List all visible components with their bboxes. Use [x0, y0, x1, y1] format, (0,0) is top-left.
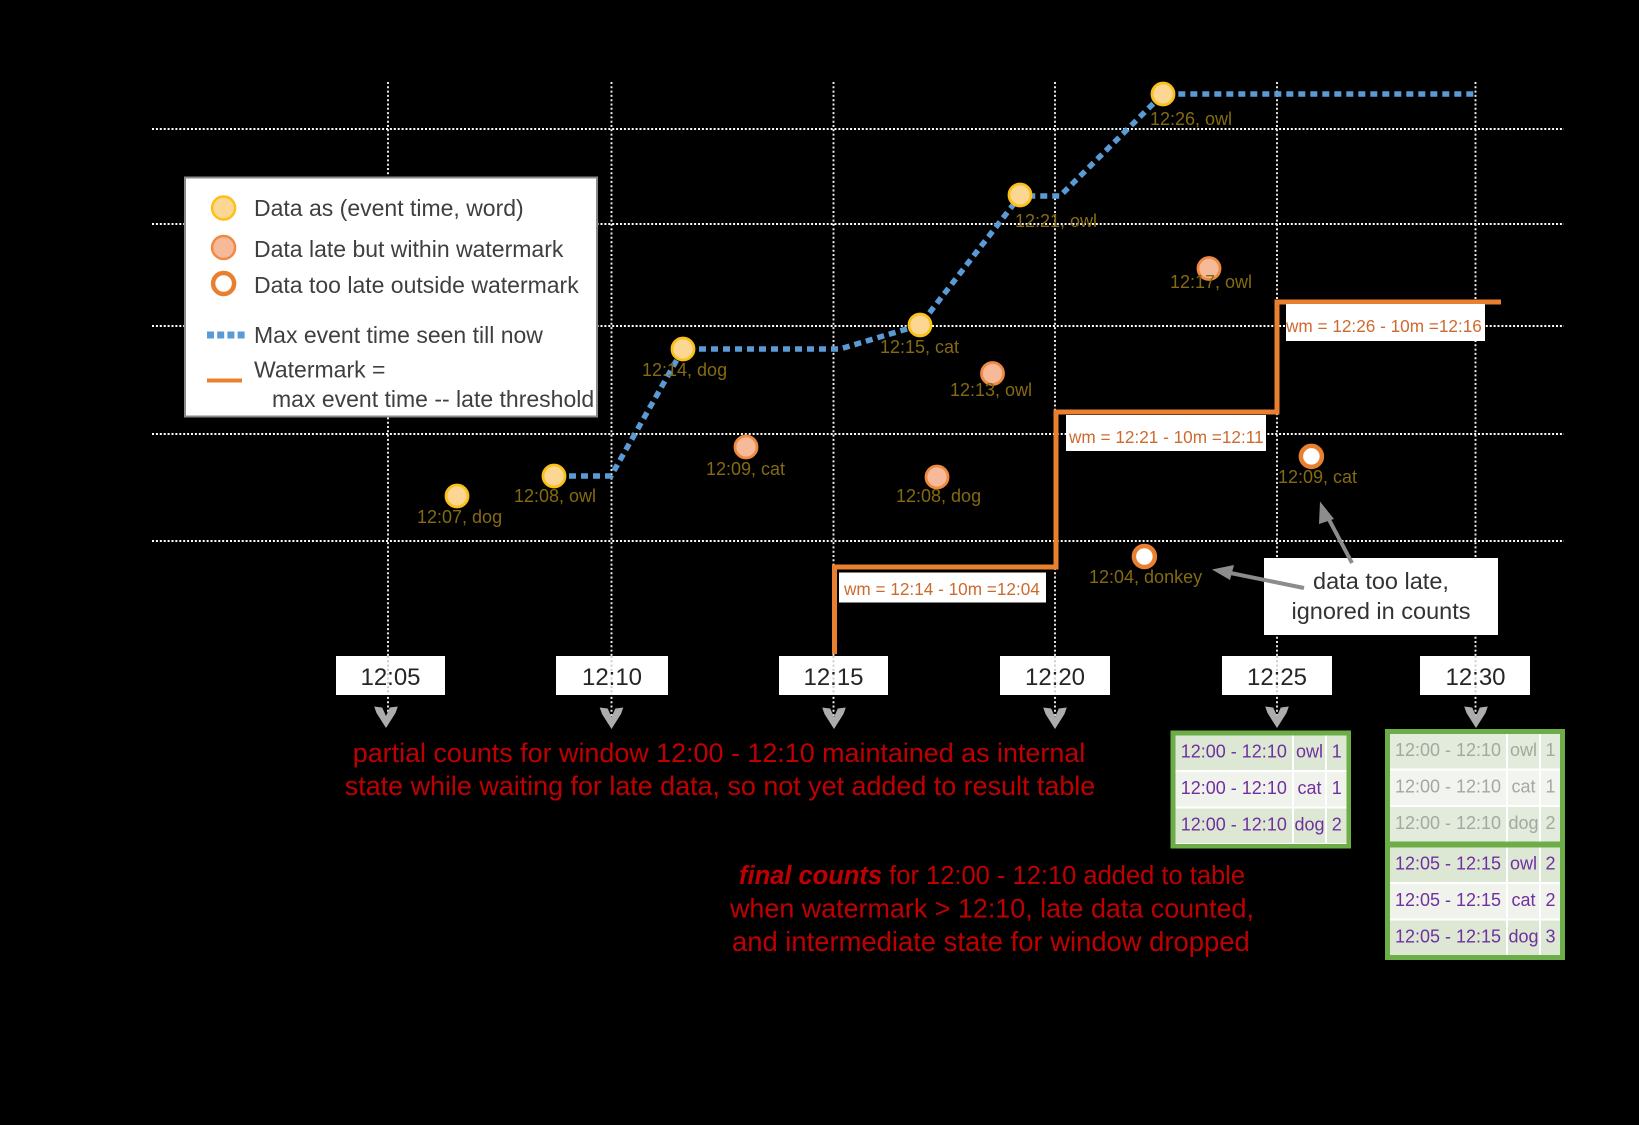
- svg-text:1: 1: [1332, 742, 1342, 762]
- svg-text:12:25: 12:25: [1247, 664, 1307, 691]
- svg-text:1: 1: [1545, 740, 1555, 760]
- svg-text:cat: cat: [1511, 890, 1535, 910]
- svg-text:2: 2: [1545, 854, 1555, 874]
- svg-text:Data as (event time, word): Data as (event time, word): [254, 195, 524, 221]
- svg-text:ignored in counts: ignored in counts: [1292, 598, 1471, 624]
- svg-text:12:05 - 12:15: 12:05 - 12:15: [1395, 890, 1501, 910]
- svg-text:12:30: 12:30: [1445, 664, 1505, 691]
- svg-text:when watermark > 12:10, late d: when watermark > 12:10, late data counte…: [729, 894, 1254, 924]
- svg-text:dog: dog: [1508, 813, 1538, 833]
- svg-text:12:05 - 12:15: 12:05 - 12:15: [1395, 927, 1501, 947]
- svg-text:12:14, dog: 12:14, dog: [642, 360, 727, 380]
- svg-text:Data late but within watermark: Data late but within watermark: [254, 236, 564, 262]
- svg-text:owl: owl: [1296, 742, 1323, 762]
- svg-text:1: 1: [1332, 778, 1342, 798]
- svg-text:12:00 - 12:10: 12:00 - 12:10: [1181, 778, 1287, 798]
- svg-text:wm = 12:26 - 10m =12:16: wm = 12:26 - 10m =12:16: [1285, 316, 1482, 336]
- svg-text:12:09, cat: 12:09, cat: [1278, 467, 1357, 487]
- svg-text:owl: owl: [1510, 854, 1537, 874]
- svg-text:max event time -- late thresho: max event time -- late threshold: [272, 386, 594, 412]
- svg-text:Watermark =: Watermark =: [254, 357, 385, 383]
- svg-text:Max event time seen till now: Max event time seen till now: [254, 322, 543, 348]
- svg-text:12:00 - 12:10: 12:00 - 12:10: [1395, 777, 1501, 797]
- svg-text:partial counts for window 12:0: partial counts for window 12:00 - 12:10 …: [353, 738, 1085, 768]
- svg-text:12:00 - 12:10: 12:00 - 12:10: [1395, 740, 1501, 760]
- svg-text:12:20: 12:20: [1025, 664, 1085, 691]
- svg-text:12:08, dog: 12:08, dog: [896, 486, 981, 506]
- svg-text:cat: cat: [1511, 777, 1535, 797]
- svg-text:12:00 - 12:10: 12:00 - 12:10: [1181, 742, 1287, 762]
- svg-text:Data too late outside watermar: Data too late outside watermark: [254, 272, 579, 298]
- svg-text:12:04, donkey: 12:04, donkey: [1089, 567, 1202, 587]
- svg-text:12:00 - 12:10: 12:00 - 12:10: [1395, 813, 1501, 833]
- svg-text:12:09, cat: 12:09, cat: [706, 459, 785, 479]
- svg-text:12:05: 12:05: [360, 664, 420, 691]
- svg-text:12:05 - 12:15: 12:05 - 12:15: [1395, 854, 1501, 874]
- svg-text:dog: dog: [1508, 927, 1538, 947]
- svg-text:2: 2: [1332, 815, 1342, 835]
- svg-text:owl: owl: [1510, 740, 1537, 760]
- svg-text:12:26, owl: 12:26, owl: [1150, 109, 1232, 129]
- svg-text:3: 3: [1545, 927, 1555, 947]
- svg-text:cat: cat: [1297, 778, 1321, 798]
- svg-text:1: 1: [1545, 777, 1555, 797]
- svg-text:wm = 12:14 - 10m =12:04: wm = 12:14 - 10m =12:04: [843, 579, 1040, 599]
- svg-text:2: 2: [1545, 890, 1555, 910]
- svg-text:12:15, cat: 12:15, cat: [880, 337, 959, 357]
- svg-text:2: 2: [1545, 813, 1555, 833]
- svg-text:12:21, owl: 12:21, owl: [1015, 211, 1097, 231]
- svg-text:data too late,: data too late,: [1313, 568, 1449, 594]
- svg-text:12:17, owl: 12:17, owl: [1170, 272, 1252, 292]
- svg-text:state while waiting for late d: state while waiting for late data, so no…: [345, 771, 1095, 801]
- svg-text:12:07, dog: 12:07, dog: [417, 507, 502, 527]
- svg-text:final counts for 12:00 - 12:10: final counts for 12:00 - 12:10 added to …: [739, 862, 1245, 890]
- svg-text:dog: dog: [1294, 815, 1324, 835]
- svg-text:12:10: 12:10: [582, 664, 642, 691]
- svg-text:12:00 - 12:10: 12:00 - 12:10: [1181, 815, 1287, 835]
- svg-text:wm = 12:21 - 10m =12:11: wm = 12:21 - 10m =12:11: [1068, 427, 1264, 447]
- svg-text:and intermediate state for win: and intermediate state for window droppe…: [732, 926, 1250, 957]
- svg-text:12:13, owl: 12:13, owl: [950, 380, 1032, 400]
- svg-text:12:08, owl: 12:08, owl: [514, 486, 596, 506]
- svg-text:12:15: 12:15: [803, 664, 863, 691]
